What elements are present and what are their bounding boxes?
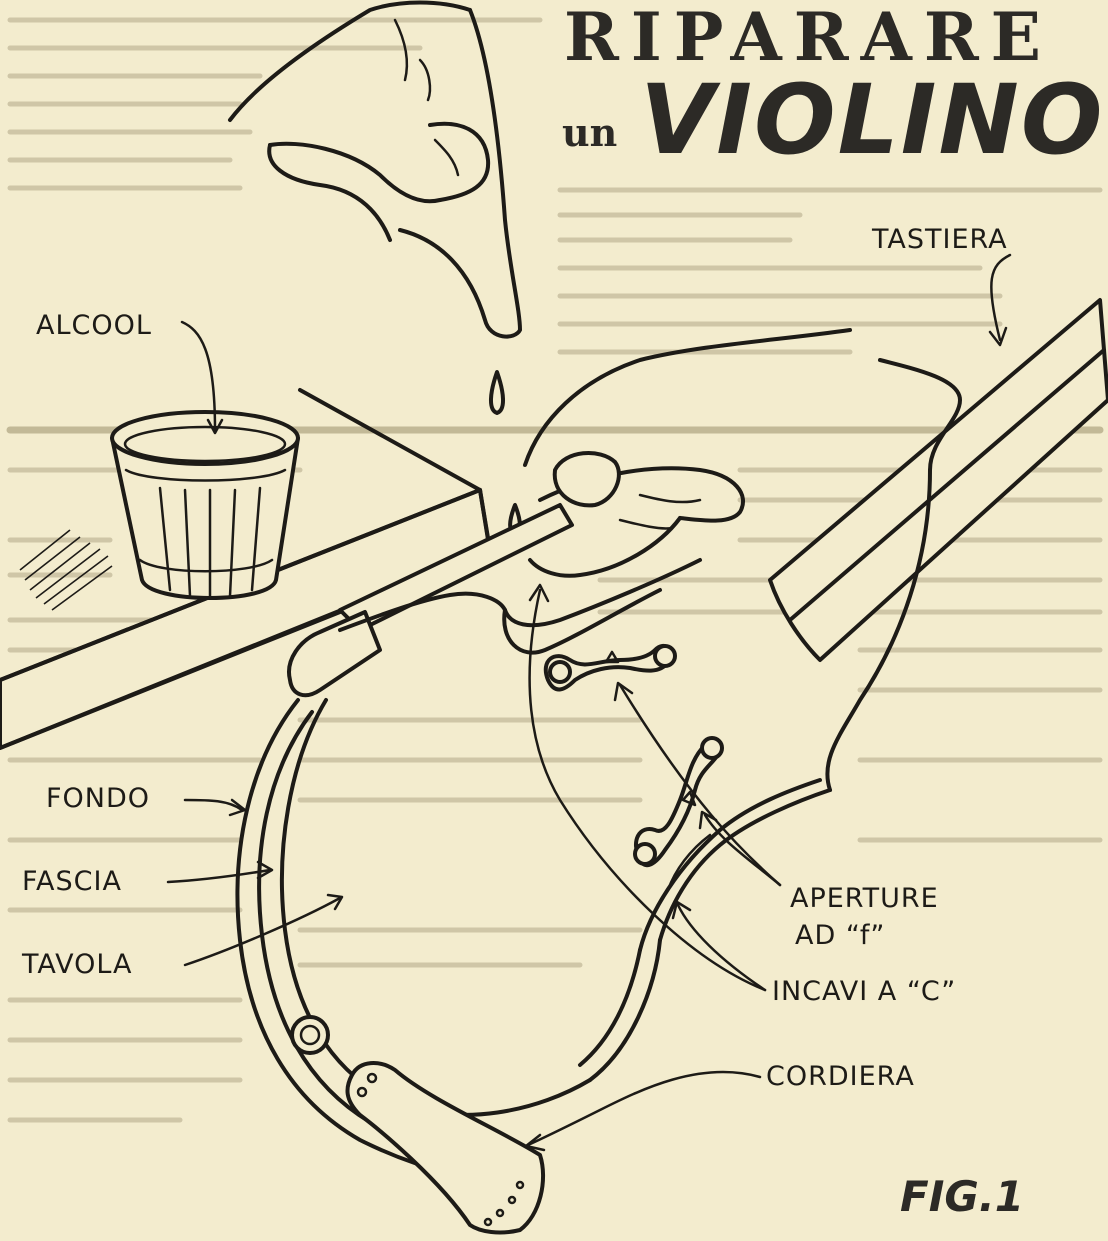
- label-aperture-line2: AD “f”: [795, 922, 885, 949]
- label-cordiera: CORDIERA: [766, 1063, 915, 1090]
- lower-hand: [525, 330, 850, 576]
- label-fascia: FASCIA: [22, 868, 122, 895]
- figure-label: FIG.1: [900, 1176, 1024, 1218]
- label-incavi: INCAVI A “C”: [772, 978, 956, 1005]
- alcohol-cup: [112, 412, 298, 598]
- upper-hand: [230, 3, 520, 337]
- label-alcool: ALCOOL: [36, 312, 152, 339]
- title-main: VIOLINO: [640, 72, 1104, 168]
- label-tastiera: TASTIERA: [872, 226, 1008, 253]
- label-aperture-line1: APERTURE: [790, 885, 939, 912]
- alcohol-drops: [491, 372, 520, 534]
- fingerboard: [770, 300, 1108, 660]
- title-top: RIPARARE: [564, 4, 1053, 70]
- label-tavola: TAVOLA: [22, 951, 133, 978]
- f-holes: [546, 646, 722, 865]
- cup-shadow-hatch: [20, 530, 112, 610]
- label-fondo: FONDO: [46, 785, 150, 812]
- title-prefix: un: [562, 114, 617, 152]
